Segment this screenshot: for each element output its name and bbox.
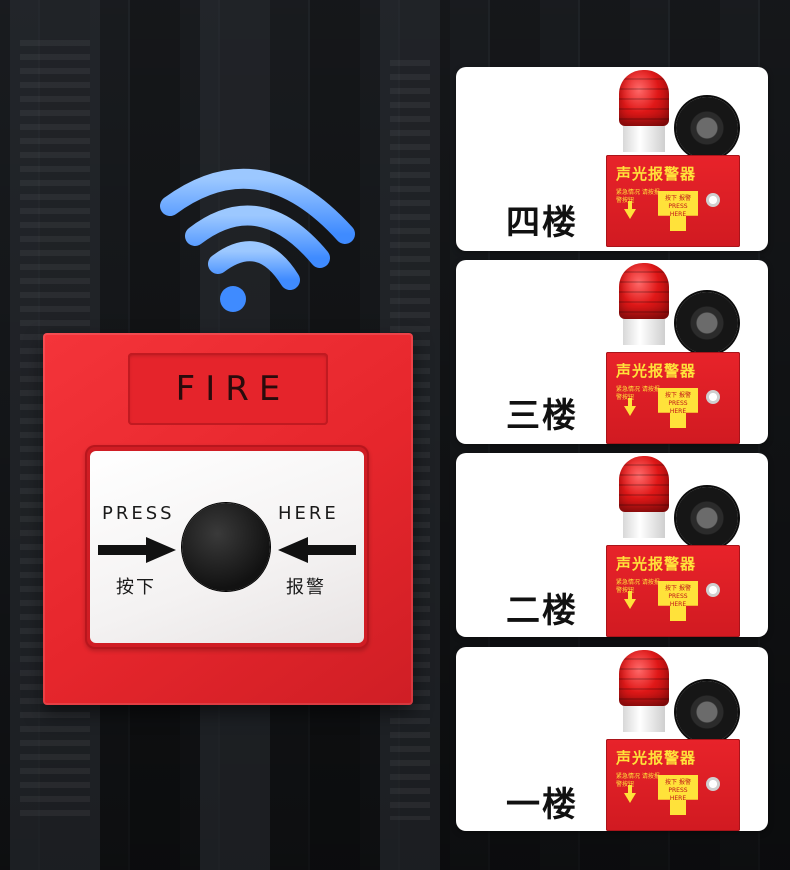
press-button[interactable] [182, 503, 270, 591]
arrow-right-icon [98, 537, 176, 563]
floor-card-4: 四楼 声光报警器 紧急情况 请按报警按钮 按下 报警 PRESS HERE [456, 67, 768, 251]
floor-card-3: 三楼 声光报警器 紧急情况 请按报警按钮 按下 报警 PRESS HERE [456, 260, 768, 444]
beacon-light [619, 650, 669, 732]
manual-call-point: FIRE PRESS HERE 按下 报警 [43, 333, 413, 705]
alarm-box-title: 声光报警器 [616, 555, 697, 573]
alarm-box-hint: 紧急情况 请按报警按钮 [616, 773, 660, 788]
alarm-box-button-text: 按下 报警 PRESS HERE [665, 585, 691, 608]
beacon-light [619, 456, 669, 538]
speaker-icon [676, 292, 738, 354]
arrow-left-icon [278, 537, 356, 563]
floor-card-2: 二楼 声光报警器 紧急情况 请按报警按钮 按下 报警 PRESS HERE [456, 453, 768, 637]
floor-label: 一楼 [506, 785, 578, 825]
alarm-box-button-text: 按下 报警 PRESS HERE [665, 392, 691, 415]
beacon-light [619, 263, 669, 345]
alarm-box-title: 声光报警器 [616, 749, 697, 767]
alarm-box-button-text: 按下 报警 PRESS HERE [665, 195, 691, 218]
down-arrow-icon [624, 398, 636, 416]
key-switch-icon [706, 583, 720, 597]
beacon-light [619, 70, 669, 152]
speaker-icon [676, 681, 738, 743]
down-arrow-icon [624, 591, 636, 609]
floor-card-1: 一楼 声光报警器 紧急情况 请按报警按钮 按下 报警 PRESS HERE [456, 647, 768, 831]
alarm-box-button-text: 按下 报警 PRESS HERE [665, 779, 691, 802]
alarm-box: 声光报警器 紧急情况 请按报警按钮 按下 报警 PRESS HERE [606, 739, 740, 831]
speaker-icon [676, 97, 738, 159]
alarm-box-hint: 紧急情况 请按报警按钮 [616, 579, 660, 594]
sound-light-alarm: 声光报警器 紧急情况 请按报警按钮 按下 报警 PRESS HERE [606, 260, 740, 444]
alarm-box-title: 声光报警器 [616, 362, 697, 380]
fire-label: FIRE [175, 369, 291, 409]
sound-light-alarm: 声光报警器 紧急情况 请按报警按钮 按下 报警 PRESS HERE [606, 647, 740, 831]
alarm-box-title: 声光报警器 [616, 165, 697, 183]
wifi-icon [160, 168, 355, 312]
glass-panel: PRESS HERE 按下 报警 [90, 451, 364, 643]
down-arrow-icon [624, 201, 636, 219]
alarm-box: 声光报警器 紧急情况 请按报警按钮 按下 报警 PRESS HERE [606, 352, 740, 444]
sound-light-alarm: 声光报警器 紧急情况 请按报警按钮 按下 报警 PRESS HERE [606, 453, 740, 637]
alarm-label: 报警 [286, 577, 326, 598]
key-switch-icon [706, 777, 720, 791]
down-arrow-icon [624, 785, 636, 803]
floor-label: 三楼 [506, 396, 578, 436]
floor-label: 四楼 [506, 203, 578, 243]
fire-label-plate: FIRE [128, 353, 328, 425]
alarm-box-hint: 紧急情况 请按报警按钮 [616, 189, 660, 204]
alarm-box-hint: 紧急情况 请按报警按钮 [616, 386, 660, 401]
alarm-box: 声光报警器 紧急情况 请按报警按钮 按下 报警 PRESS HERE [606, 155, 740, 247]
alarm-box: 声光报警器 紧急情况 请按报警按钮 按下 报警 PRESS HERE [606, 545, 740, 637]
sound-light-alarm: 声光报警器 紧急情况 请按报警按钮 按下 报警 PRESS HERE [606, 67, 740, 251]
press-label: PRESS [102, 503, 175, 524]
glass-frame: PRESS HERE 按下 报警 [85, 445, 369, 649]
key-switch-icon [706, 390, 720, 404]
key-switch-icon [706, 193, 720, 207]
here-label: HERE [278, 503, 339, 524]
speaker-icon [676, 487, 738, 549]
floor-label: 二楼 [506, 591, 578, 631]
press-down-label: 按下 [116, 577, 156, 598]
